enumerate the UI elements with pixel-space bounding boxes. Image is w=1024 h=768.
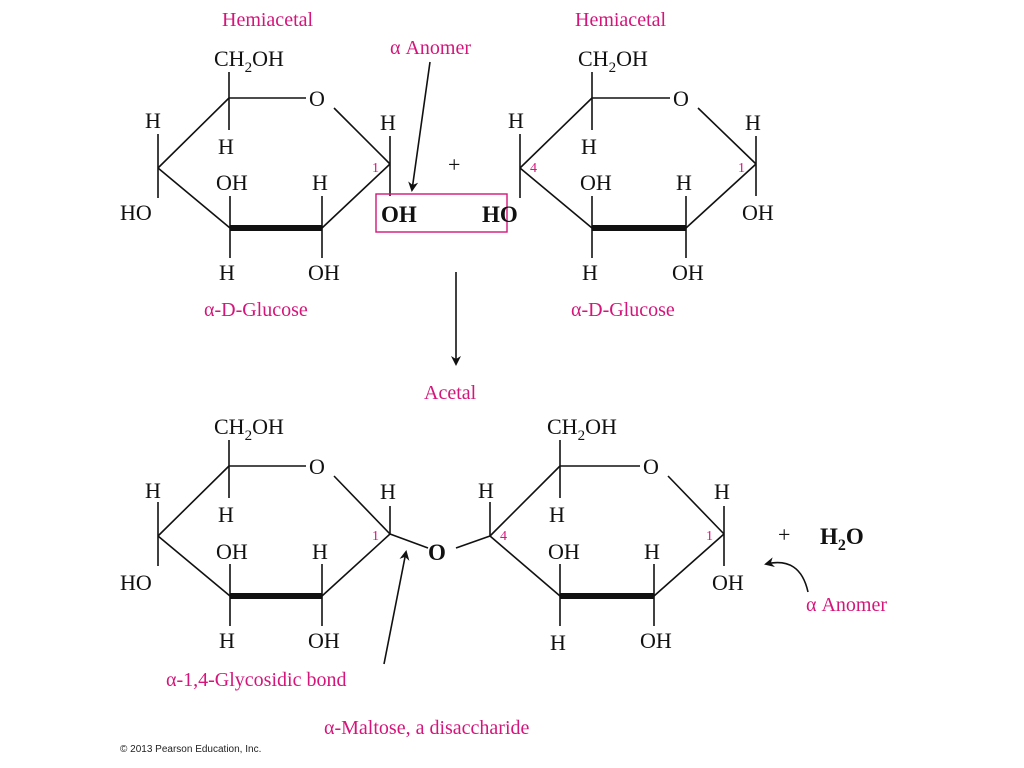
glycosidic-bond-label: α-1,4-Glycosidic bond — [166, 669, 346, 691]
ring-oxygen: O — [309, 454, 325, 479]
glycosidic-bond-arrow — [383, 550, 410, 665]
h-c4: H — [145, 478, 161, 503]
bond-c2-c1 — [653, 533, 725, 597]
maltose-caption: α-Maltose, a disaccharide — [324, 717, 530, 739]
h-c3: H — [219, 628, 235, 653]
h-c3: H — [582, 260, 598, 285]
oh-c3: OH — [216, 170, 248, 195]
ho-c4: HO — [120, 570, 152, 595]
h-c2: H — [312, 539, 328, 564]
h-c1: H — [714, 479, 730, 504]
maltose-left-ring: CH2OH O H H HO OH H H OH H 1 — [120, 414, 396, 653]
ch2oh-group: CH2OH — [547, 414, 617, 444]
h-c4: H — [478, 478, 494, 503]
glucose-label-left: α-D-Glucose — [204, 299, 308, 321]
oh-c3: OH — [548, 539, 580, 564]
bond-o-c1 — [697, 107, 757, 165]
ring-oxygen: O — [309, 86, 325, 111]
carbon-1-label: 1 — [372, 529, 379, 544]
h-c1: H — [380, 110, 396, 135]
bond-bridge-o-c4 — [455, 535, 491, 549]
bond-o-c1 — [667, 475, 725, 535]
oh-c3: OH — [216, 539, 248, 564]
anomer-arrow-bottom — [764, 557, 809, 593]
h-c5: H — [218, 502, 234, 527]
oh-c2: OH — [308, 260, 340, 285]
water-loss-highlight-box — [375, 193, 508, 233]
maltose-right-ring: CH2OH O H H 4 OH H H OH H OH 1 — [478, 414, 744, 655]
glucose-top-right: Hemiacetal CH2OH O H H 4 OH H H OH H OH … — [508, 9, 774, 321]
glucose-label-right: α-D-Glucose — [571, 299, 675, 321]
carbon-1-label: 1 — [706, 529, 713, 544]
glucose-top-left: Hemiacetal CH2OH O H H HO OH H H OH H 1 … — [120, 9, 396, 321]
bond-c4-c3 — [157, 167, 231, 229]
ho-c4-top-right: HO — [482, 202, 518, 227]
oh-anomeric-top: OH — [381, 202, 417, 227]
ch2oh-group: CH2OH — [214, 46, 284, 76]
oh-c2: OH — [672, 260, 704, 285]
bond-c5-c4 — [157, 97, 230, 169]
ch2oh-group: CH2OH — [214, 414, 284, 444]
h-c4: H — [145, 108, 161, 133]
h-c4: H — [508, 108, 524, 133]
ho-c4: HO — [120, 200, 152, 225]
alpha-anomer-label-bottom: α Anomer — [806, 594, 887, 616]
plus-sign-bottom: + — [778, 522, 790, 547]
oh-c1: OH — [742, 200, 774, 225]
ring-oxygen: O — [673, 86, 689, 111]
water-molecule: H2O — [820, 524, 864, 554]
carbon-4-label: 4 — [530, 161, 537, 176]
h-c2: H — [312, 170, 328, 195]
h-c3: H — [550, 630, 566, 655]
oh-c2: OH — [640, 628, 672, 653]
h-c5: H — [581, 134, 597, 159]
h-c1: H — [745, 110, 761, 135]
bond-c4-c3 — [489, 535, 561, 597]
ch2oh-group: CH2OH — [578, 46, 648, 76]
alpha-anomer-label-top: α Anomer — [390, 37, 471, 59]
bond-c5-c4 — [157, 465, 230, 537]
bond-c2-c1 — [321, 533, 391, 597]
hemiacetal-label-left: Hemiacetal — [222, 9, 313, 31]
h-c5: H — [549, 502, 565, 527]
h-c2: H — [644, 539, 660, 564]
acetal-label: Acetal — [424, 382, 477, 404]
h-c1: H — [380, 479, 396, 504]
hemiacetal-label-right: Hemiacetal — [575, 9, 666, 31]
carbon-4-label: 4 — [500, 529, 507, 544]
oh-c3: OH — [580, 170, 612, 195]
h-c5: H — [218, 134, 234, 159]
oh-c1: OH — [712, 570, 744, 595]
bond-c2-c1 — [685, 163, 757, 229]
ring-oxygen: O — [643, 454, 659, 479]
glycosidic-oxygen: O — [428, 540, 446, 565]
carbon-1-label: 1 — [738, 161, 745, 176]
anomer-arrow-top — [408, 61, 431, 192]
bond-c1-bridge-o — [389, 533, 429, 549]
copyright-notice: © 2013 Pearson Education, Inc. — [120, 744, 261, 755]
plus-sign-top: + — [448, 152, 460, 177]
bond-o-c1 — [333, 107, 391, 165]
bond-c4-c3 — [157, 535, 231, 597]
bond-c2-c1 — [321, 163, 391, 229]
oh-c2: OH — [308, 628, 340, 653]
h-c3: H — [219, 260, 235, 285]
h-c2: H — [676, 170, 692, 195]
bond-c5-c4 — [519, 97, 593, 169]
bond-o-c1 — [333, 475, 391, 535]
bond-c5-c4 — [489, 465, 561, 537]
bond-c4-c3 — [519, 167, 593, 229]
carbon-1-label: 1 — [372, 161, 379, 176]
